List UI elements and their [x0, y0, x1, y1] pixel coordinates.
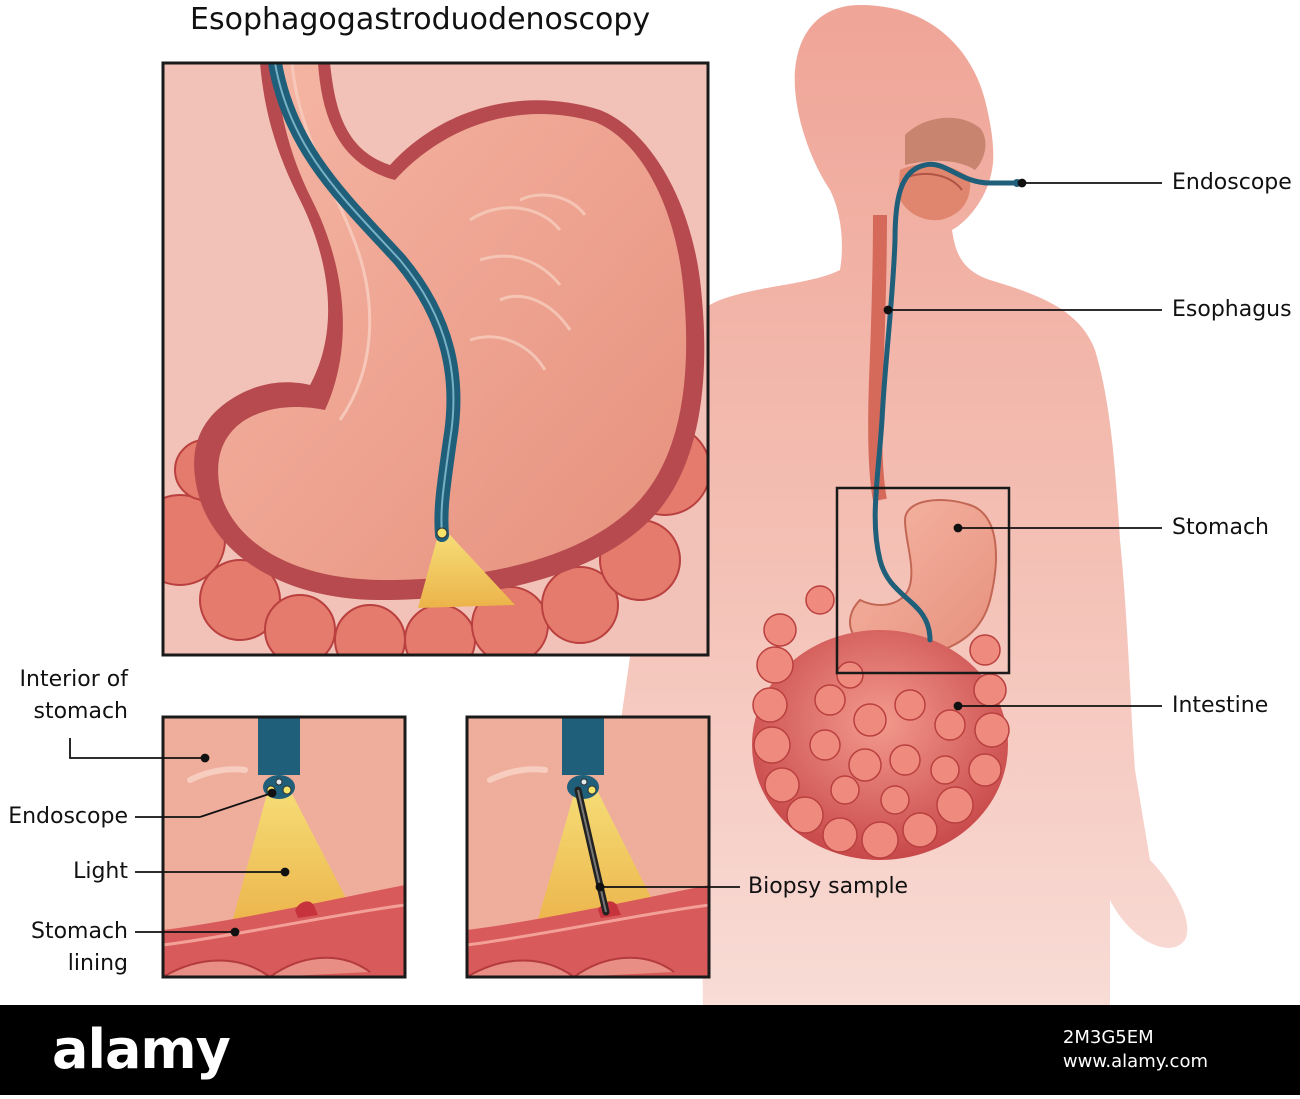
small-inset-biopsy [465, 715, 711, 979]
label-esophagus: Esophagus [1172, 297, 1292, 322]
watermark-site: www.alamy.com [1062, 1051, 1208, 1072]
label-stomach-lining-line1: Stomach [30, 919, 128, 944]
label-biopsy-sample: Biopsy sample [748, 874, 909, 899]
label-interior-of-stomach-line1: Interior of [19, 667, 128, 692]
label-endoscope-inset: Endoscope [8, 804, 128, 829]
label-light: Light [73, 859, 128, 884]
leader-lines [69, 178, 1162, 937]
watermark-logo: alamy [52, 1018, 231, 1081]
stomach-detail-box [835, 486, 1011, 675]
watermark-image-id: 2M3G5EM [1062, 1027, 1154, 1048]
label-stomach-lining-line2: lining [67, 951, 128, 976]
small-inset-endoscope [161, 715, 407, 979]
label-intestine: Intestine [1172, 693, 1269, 718]
diagram-title: Esophagogastroduodenoscopy [190, 2, 651, 37]
large-stomach-inset [161, 61, 710, 657]
body-intestines [752, 585, 1010, 860]
body-endoscope [872, 161, 1018, 643]
label-interior-of-stomach-line2: stomach [33, 699, 129, 724]
label-endoscope-body: Endoscope [1172, 170, 1292, 195]
watermark-id: 2M3G5EM www.alamy.com [1063, 1026, 1208, 1074]
watermark-footer [0, 1005, 1300, 1095]
label-stomach: Stomach [1172, 515, 1270, 540]
